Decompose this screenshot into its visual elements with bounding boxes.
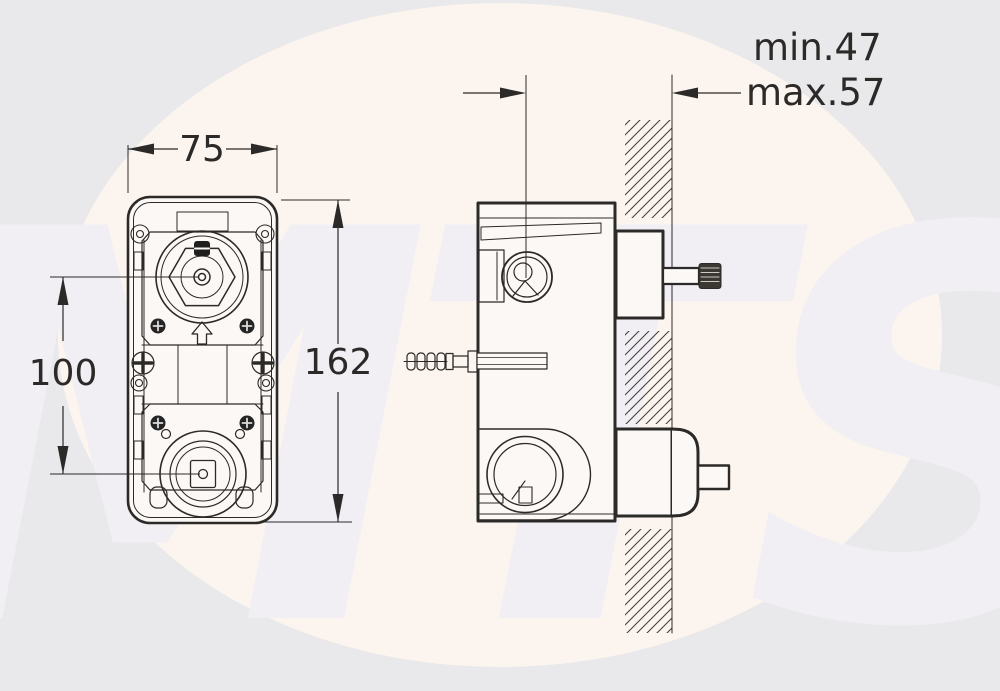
side-top-protrusion: [614, 229, 665, 320]
dim-162-label: 162: [304, 342, 373, 383]
knurled-knob: [698, 263, 722, 289]
front-body-outline: [126, 195, 279, 525]
dimension-height-162: 162: [259, 199, 373, 523]
dim-depth-min-label: min.47: [753, 26, 882, 69]
front-socket-screws: [150, 318, 255, 440]
dim-75-label: 75: [179, 129, 225, 170]
front-phillips-screws: [131, 351, 275, 375]
dim-100-label: 100: [29, 353, 98, 394]
wall-plug-screw: [403, 350, 548, 373]
dim-depth-max-label: max.57: [746, 71, 885, 114]
side-top-plate: [480, 222, 602, 241]
side-view: [403, 74, 731, 634]
dimension-depth: min.47 max.57: [463, 26, 885, 278]
dimension-width-75: 75: [127, 129, 278, 193]
wall-hatch: [625, 120, 672, 633]
side-bottom-valve: [478, 428, 615, 521]
side-bottom-protrusion: [614, 427, 674, 518]
front-bottom-plate: [141, 403, 264, 491]
dimension-spacing-100: 100: [29, 276, 200, 475]
outlet-stub: [696, 464, 731, 491]
front-corner-ears: [130, 224, 275, 392]
side-top-valve: [478, 249, 553, 303]
outlet-cone: [670, 427, 700, 518]
front-view: [126, 195, 279, 525]
orientation-up-arrow: [191, 321, 213, 345]
front-feet: [149, 486, 254, 509]
spindle-shaft: [661, 266, 701, 286]
